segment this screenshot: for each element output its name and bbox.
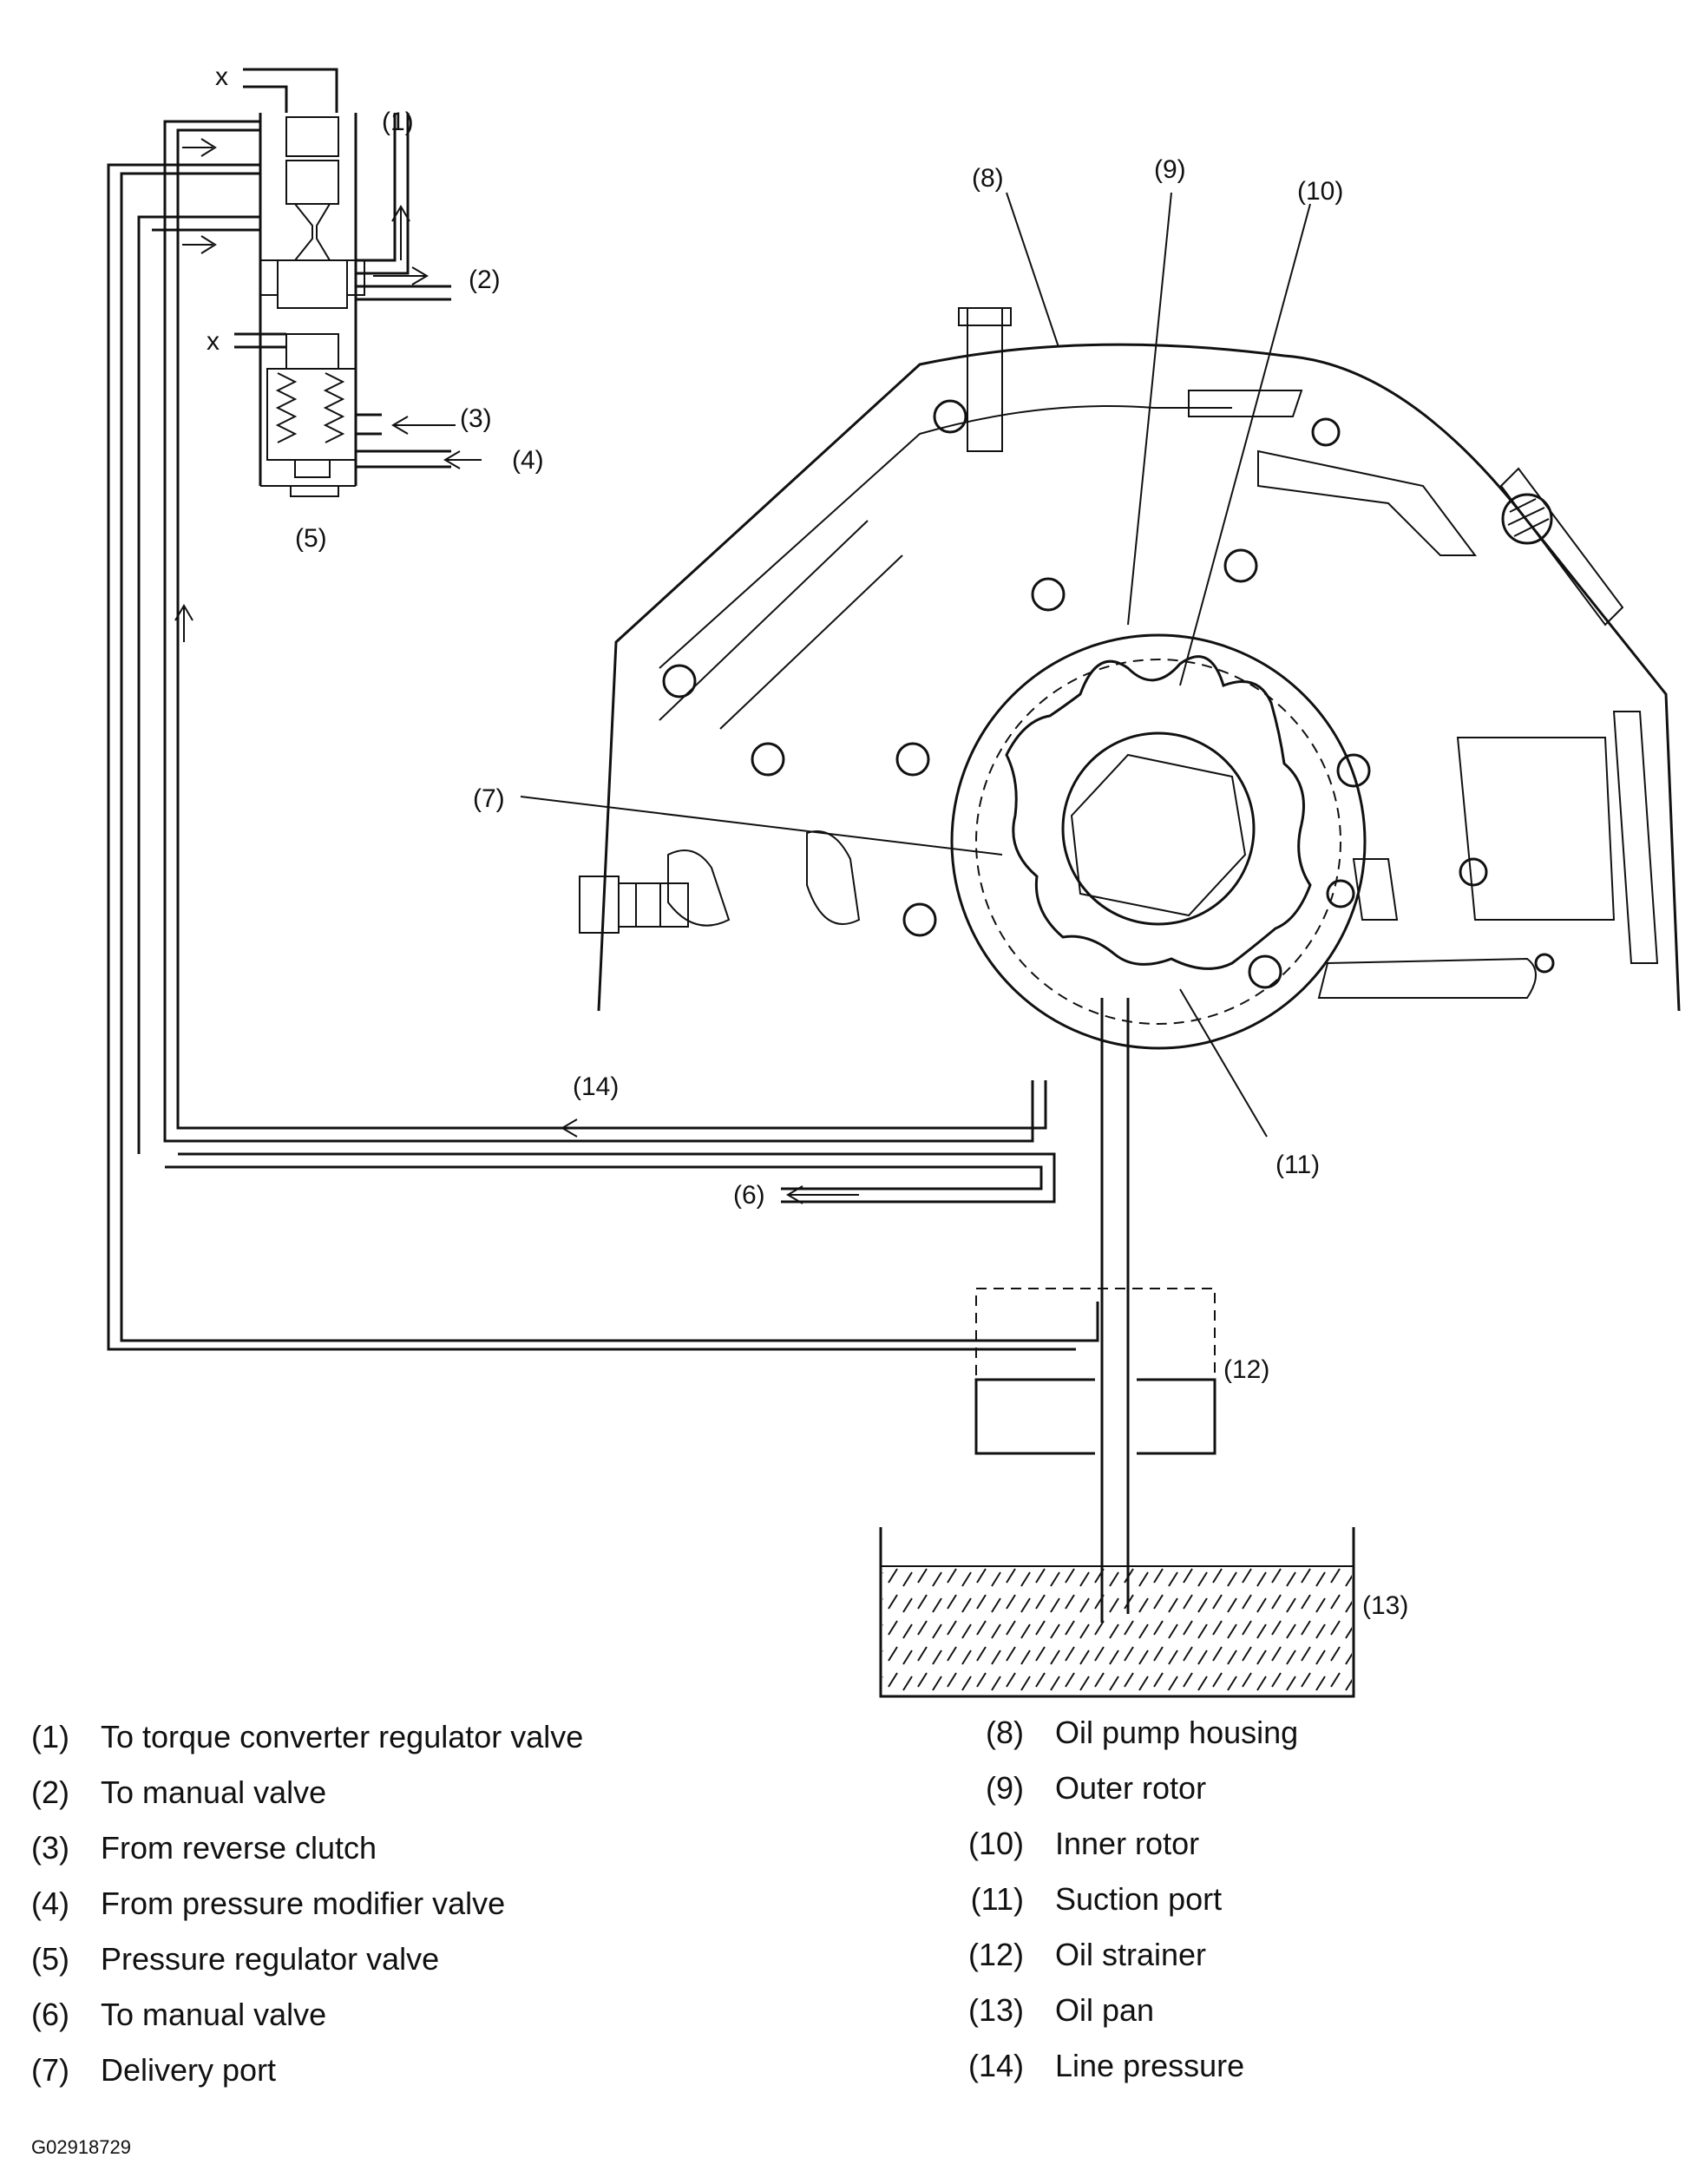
callout-11: (11) <box>1275 1151 1320 1179</box>
oil-pan <box>879 1527 1355 1698</box>
legend-item: (1) To torque converter regulator valve <box>31 1709 583 1765</box>
x-mark-top: x <box>215 62 228 91</box>
legend-item: (8) Oil pump housing <box>937 1705 1298 1761</box>
legend-text: Delivery port <box>101 2052 277 2088</box>
legend-item: (13) Oil pan <box>937 1983 1298 2038</box>
legend-text: To manual valve <box>101 1997 327 2032</box>
line-pressure-circuit <box>107 120 1099 1351</box>
callout-1: (1) <box>382 108 414 136</box>
leader-lines <box>520 192 1311 1138</box>
legend-number: (10) <box>967 1826 1024 1861</box>
callout-8: (8) <box>972 164 1004 193</box>
legend-right: (8) Oil pump housing (9) Outer rotor (10) I… <box>937 1705 1298 2094</box>
legend-number: (3) <box>31 1830 69 1866</box>
inner-rotor <box>1061 731 1256 926</box>
legend-text: To manual valve <box>101 1774 327 1810</box>
legend-item: (6) To manual valve <box>31 1987 583 2043</box>
legend-number: (4) <box>31 1886 69 1921</box>
callout-5: (5) <box>295 524 327 553</box>
callout-2: (2) <box>469 266 501 294</box>
legend-number: (11) <box>970 1881 1024 1917</box>
pressure-regulator-valve <box>234 68 482 497</box>
x-mark-lower: x <box>207 327 220 356</box>
legend-number: (14) <box>967 2048 1024 2083</box>
legend-number: (8) <box>986 1715 1024 1750</box>
callout-10: (10) <box>1297 177 1343 206</box>
legend-number: (13) <box>967 1992 1024 2028</box>
legend-text: To torque converter regulator valve <box>101 1719 584 1754</box>
callout-4: (4) <box>512 446 544 475</box>
legend-item: (10) Inner rotor <box>937 1816 1298 1872</box>
suction-port-pipe <box>1100 998 1130 1623</box>
legend-item: (9) Outer rotor <box>937 1761 1298 1816</box>
legend-item: (12) Oil strainer <box>937 1927 1298 1983</box>
legend-item: (5) Pressure regulator valve <box>31 1931 583 1987</box>
legend-item: (7) Delivery port <box>31 2043 583 2098</box>
callout-3: (3) <box>460 404 492 433</box>
callout-14: (14) <box>573 1072 619 1101</box>
legend-item: (11) Suction port <box>937 1872 1298 1927</box>
legend-number: (1) <box>31 1719 69 1754</box>
legend-number: (5) <box>31 1941 69 1977</box>
figure-id: G02918729 <box>31 2136 131 2158</box>
legend-number: (9) <box>986 1770 1024 1806</box>
legend-text: From reverse clutch <box>101 1830 377 1866</box>
callout-9: (9) <box>1154 155 1186 184</box>
legend-text: From pressure modifier valve <box>101 1886 506 1921</box>
oil-strainer <box>974 1288 1216 1614</box>
legend-text: Outer rotor <box>1055 1770 1207 1806</box>
legend-number: (12) <box>967 1937 1024 1972</box>
callout-7: (7) <box>473 784 505 813</box>
legend-text: Oil pump housing <box>1055 1715 1299 1750</box>
legend-left: (1) To torque converter regulator valve (… <box>31 1709 583 2098</box>
callout-13: (13) <box>1362 1591 1408 1620</box>
legend-text: Oil pan <box>1055 1992 1155 2028</box>
legend-text: Inner rotor <box>1055 1826 1200 1861</box>
legend-text: Line pressure <box>1055 2048 1245 2083</box>
callout-6: (6) <box>733 1181 765 1210</box>
callout-12: (12) <box>1223 1355 1269 1384</box>
legend-text: Suction port <box>1055 1881 1223 1917</box>
legend-text: Oil strainer <box>1055 1937 1207 1972</box>
legend-number: (7) <box>31 2052 69 2088</box>
legend-item: (2) To manual valve <box>31 1765 583 1820</box>
legend-item: (4) From pressure modifier valve <box>31 1876 583 1931</box>
legend-number: (6) <box>31 1997 69 2032</box>
legend-text: Pressure regulator valve <box>101 1941 440 1977</box>
oil-pump-housing <box>579 307 1681 1012</box>
legend-item: (14) Line pressure <box>937 2038 1298 2094</box>
outer-rotor <box>950 633 1367 1050</box>
legend-number: (2) <box>31 1774 69 1810</box>
legend-item: (3) From reverse clutch <box>31 1820 583 1876</box>
